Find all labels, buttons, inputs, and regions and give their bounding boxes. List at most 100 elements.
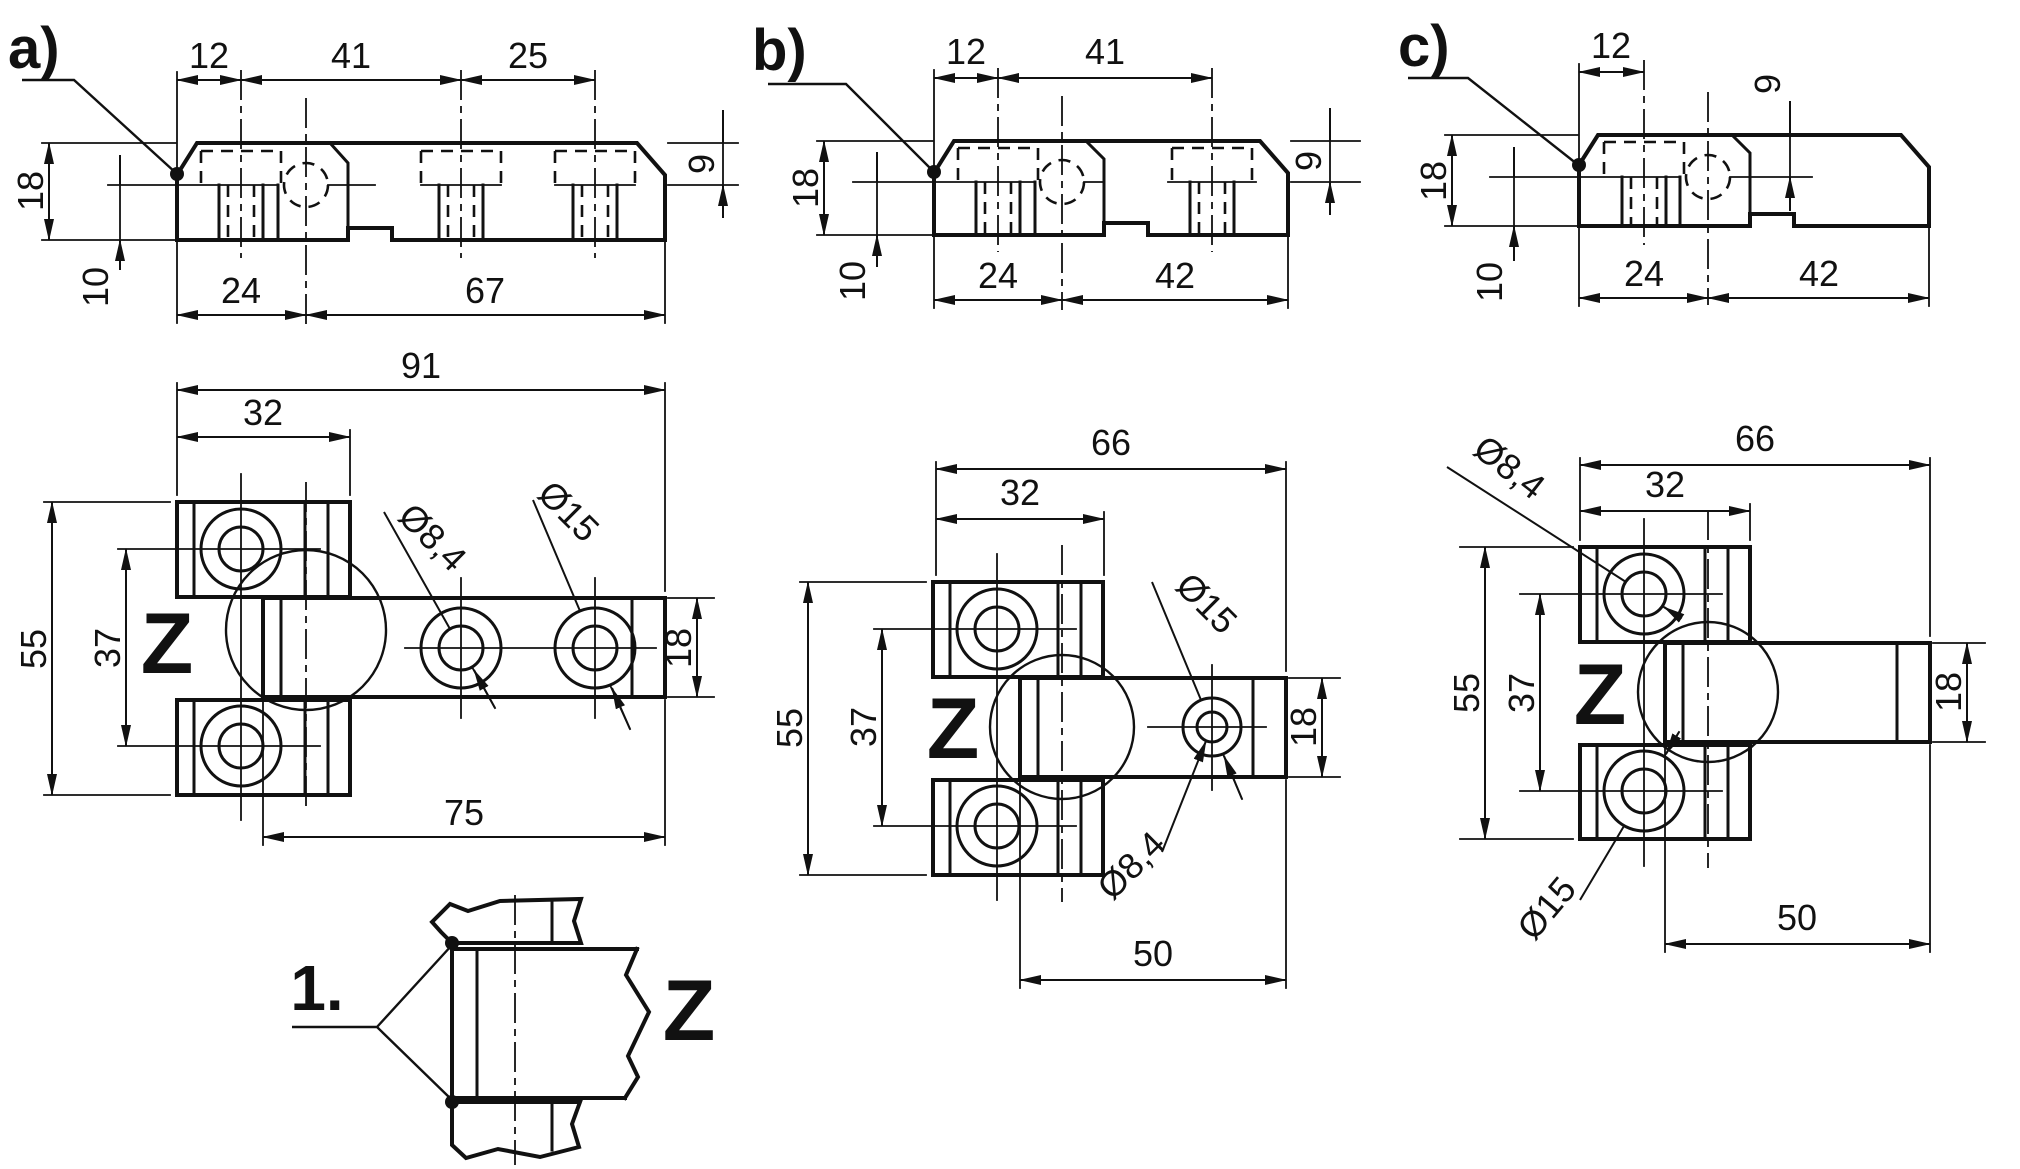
slot1-hidden [1602,140,1686,226]
break-line-zigzag [622,946,652,1101]
arm-inner-lines [1681,641,1899,744]
slot2-hidden [419,149,503,240]
dim-label: 18 [785,168,826,208]
dim-label: 24 [1624,253,1664,294]
dim-label: 18 [10,171,51,211]
dim-label: 10 [75,267,116,307]
variant-b: b) 12 41 24 42 18 [752,18,1361,989]
upper-fragment [429,896,584,945]
pivot-boss [1678,132,1752,228]
centerlines [1643,60,1709,305]
variant-b-top-view: 12 41 24 42 18 10 9 [785,31,1361,310]
dim-label: 50 [1133,933,1173,974]
variant-a-front-view: Z 91 32 55 37 18 75 Ø8,4 Ø15 [13,345,715,846]
detail-callout-leader [292,944,453,1101]
slot2-walls [1188,180,1236,237]
dim-label: 41 [331,35,371,76]
bore-leader [1161,740,1207,853]
slot2-walls [437,183,485,242]
dim-label: 9 [1747,74,1788,94]
variant-c-leader-line [1408,76,1578,165]
extension-lines [41,71,739,324]
slot1-walls [217,183,265,242]
detail-callout-label: 1. [290,952,343,1024]
variant-b-leader-line [768,82,934,172]
counterbore-leader-tail [1221,752,1244,801]
dim-label: 66 [1735,418,1775,459]
dim-label: 75 [444,792,484,833]
detail-zone-circle [224,548,388,712]
variant-c: c) 12 24 42 18 10 9 [1398,14,1986,953]
dim-label: 25 [508,35,548,76]
slot2-hidden [1170,146,1254,235]
counterbore-leader-tail [608,683,632,731]
variant-a-leader-line [22,78,177,174]
centerlines [240,70,596,325]
outline [1577,133,1931,228]
zone-label: Z [927,681,980,777]
dim-label: 18 [658,628,699,668]
detail-zone-circle [988,653,1136,801]
centerlines [997,68,1213,310]
dim-label: 66 [1091,422,1131,463]
knuckle-outline [450,947,639,1100]
dim-label: 12 [1591,25,1631,66]
slot1-hidden [199,149,283,240]
slot1-walls [974,180,1022,237]
dim-label: 18 [1413,161,1454,201]
variant-a-label: a) [8,16,60,81]
extension-lines [816,69,1361,309]
variant-b-front-view: Z 66 32 55 37 18 50 Ø15 Ø8,4 [769,422,1341,989]
dim-label: 37 [843,707,884,747]
dim-label: Ø15 [1168,565,1245,642]
dim-label: 32 [1000,472,1040,513]
bore-leader-tail [470,665,497,710]
variant-a: a) 12 41 25 [8,16,739,846]
dim-label: Ø8,4 [1466,427,1553,507]
variant-c-front-view: Z 66 32 55 37 18 50 Ø8,4 Ø15 [1446,418,1986,953]
dim-label: 12 [946,31,986,72]
hole-crosshairs [1519,518,1723,867]
detail-zone-circle [1636,620,1780,764]
outline [932,139,1290,237]
dim-label: Ø8,4 [391,495,475,579]
dim-label: 18 [1283,707,1324,747]
hole-crosshairs [117,473,657,821]
arm [1018,676,1288,779]
dim-label: 9 [1288,151,1329,171]
dim-label: 37 [1501,673,1542,713]
variant-c-label: c) [1398,14,1450,79]
dim-label: 55 [13,629,54,669]
dim-label: 41 [1085,31,1125,72]
dim-label: 37 [87,628,128,668]
dim-label: 24 [221,270,261,311]
dim-label: Ø15 [530,473,607,550]
outline [175,141,667,242]
dim-label: 55 [769,708,810,748]
dim-label: Ø15 [1509,869,1584,947]
slot1-hidden [956,146,1040,235]
hole-crosshairs [873,553,1267,901]
lower-fragment [450,1100,583,1161]
variant-c-top-view: 12 24 42 18 10 9 [1413,25,1931,307]
dim-label: 10 [832,261,873,301]
slot3-hidden [553,149,637,240]
dim-label: 12 [189,35,229,76]
dim-label: 42 [1799,253,1839,294]
variant-b-label: b) [752,18,807,83]
dim-label: 32 [243,392,283,433]
pivot-boss [1033,138,1106,237]
arm [1663,641,1932,744]
dim-label: 24 [978,255,1018,296]
bore-leader-tail [1660,604,1683,620]
slot3-walls [571,183,619,242]
detail-z-view: 1. Z [290,895,715,1165]
dim-label: 10 [1469,262,1510,302]
counterbore-leader-tail [1662,730,1681,759]
dim-label: 55 [1446,673,1487,713]
pivot-boss [276,140,350,242]
dim-label: 18 [1928,672,1969,712]
dim-label: 42 [1155,255,1195,296]
